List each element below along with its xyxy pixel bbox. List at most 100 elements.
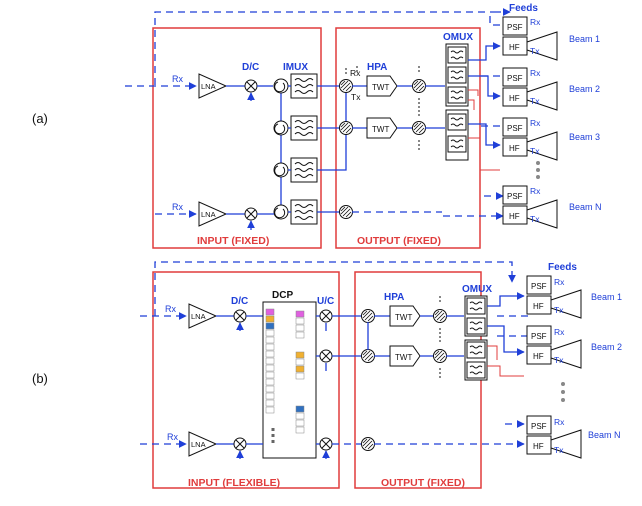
b-omux-title: OMUX [462,284,492,295]
b-twt-2 [389,345,421,367]
b-dcp-title: DCP [272,290,293,301]
a-psf-n: PSF [507,192,523,201]
b-hpa-title: HPA [384,292,404,303]
b-dcp-input-cells [265,308,275,414]
b-out-switch-2 [433,349,447,363]
b-downconverter-mixer-n [233,437,247,451]
a-twt-label-2: TWT [372,125,389,134]
a-psf-3: PSF [507,124,523,133]
a-lna-label-n: LNA [201,210,216,219]
b-tx-n: Tx [554,445,564,455]
b-psf-n: PSF [531,422,547,431]
a-imux-filter-4 [290,199,318,225]
b-output-label: OUTPUT (FIXED) [381,477,465,489]
b-lna-label-n: LNA [191,440,206,449]
b-tx-1: Tx [554,305,564,315]
b-rx-label-1: Rx [165,304,176,314]
b-switch-2 [361,349,375,363]
b-input-label: INPUT (FLEXIBLE) [188,477,280,489]
b-rx-1: Rx [554,277,565,287]
b-psf-2: PSF [531,332,547,341]
a-dc-title: D/C [242,62,259,73]
b-input-frame [152,271,340,489]
a-downconverter-mixer-1 [244,79,258,93]
b-upconverter-mixer-2 [319,349,333,363]
a-tx-2: Tx [530,96,540,106]
a-imux-filter-1 [290,73,318,99]
b-twt-1 [389,305,421,327]
b-tx-2: Tx [554,355,564,365]
a-top-dashed-line [154,11,494,85]
b-feed-2 [526,325,582,369]
a-tx-3: Tx [530,146,540,156]
b-rx-label-n: Rx [167,432,178,442]
a-feed-3 [502,117,558,161]
b-out-switch-1 [433,309,447,323]
b-feed-1 [526,275,582,319]
a-lna-label-1: LNA [201,82,216,91]
b-switch-n [361,437,375,451]
a-beam-2: Beam 2 [569,84,600,94]
b-rx-n: Rx [554,417,565,427]
b-hf-2: HF [533,352,544,361]
b-dcp-output-cells [295,310,305,434]
a-omux-title: OMUX [443,32,473,43]
b-lna-n [188,431,218,457]
b-psf-1: PSF [531,282,547,291]
a-circulator-2 [273,120,289,136]
a-hf-1: HF [509,43,520,52]
a-rx-mark: Rx [350,68,361,78]
a-twt-label-1: TWT [372,83,389,92]
b-upconverter-mixer-n [319,437,333,451]
a-circulator-4 [273,204,289,220]
a-hf-n: HF [509,212,520,221]
b-hf-n: HF [533,442,544,451]
a-out-switch-2 [412,121,426,135]
b-twt-label-2: TWT [395,353,412,362]
a-rx-label-1: Rx [172,74,183,84]
a-twt-1 [366,75,398,97]
a-hpa-title: HPA [367,62,387,73]
a-lna-1 [198,73,228,99]
a-circulator-1 [273,78,289,94]
a-feed-1 [502,16,558,61]
b-feeds-title: Feeds [548,262,577,273]
a-feeds-title: Feeds [509,3,538,14]
a-rx-2: Rx [530,68,541,78]
b-ellipsis-dots [561,382,565,402]
panel-a-tag: (a) [32,111,48,126]
b-downconverter-mixer-1 [233,309,247,323]
a-downconverter-mixer-n [244,207,258,221]
b-hf-1: HF [533,302,544,311]
a-lna-n [198,201,228,227]
a-tx-mark: Tx [351,92,361,102]
b-beam-n: Beam N [588,430,621,440]
a-ellipsis-dots [536,161,540,179]
a-input-frame [152,27,322,249]
b-twt-label-1: TWT [395,313,412,322]
a-feed-n [502,185,558,229]
b-switch-1 [361,309,375,323]
a-imux-filter-3 [290,157,318,183]
b-lna-label-1: LNA [191,312,206,321]
a-switch-2 [339,121,353,135]
a-imux-filter-2 [290,115,318,141]
a-feed-2 [502,67,558,111]
a-hf-2: HF [509,94,520,103]
a-psf-2: PSF [507,74,523,83]
a-circulator-3 [273,162,289,178]
b-uc-title: U/C [317,296,334,307]
a-beam-1: Beam 1 [569,34,600,44]
a-rx-1: Rx [530,17,541,27]
a-out-switch-1 [412,79,426,93]
a-hf-3: HF [509,144,520,153]
b-beam-1: Beam 1 [591,292,622,302]
a-psf-1: PSF [507,23,523,32]
a-switch-1 [339,79,353,93]
a-rx-label-n: Rx [172,202,183,212]
b-upconverter-mixer-1 [319,309,333,323]
a-input-label: INPUT (FIXED) [197,235,269,247]
b-beam-2: Beam 2 [591,342,622,352]
b-feed-n [526,415,582,459]
b-lna-1 [188,303,218,329]
